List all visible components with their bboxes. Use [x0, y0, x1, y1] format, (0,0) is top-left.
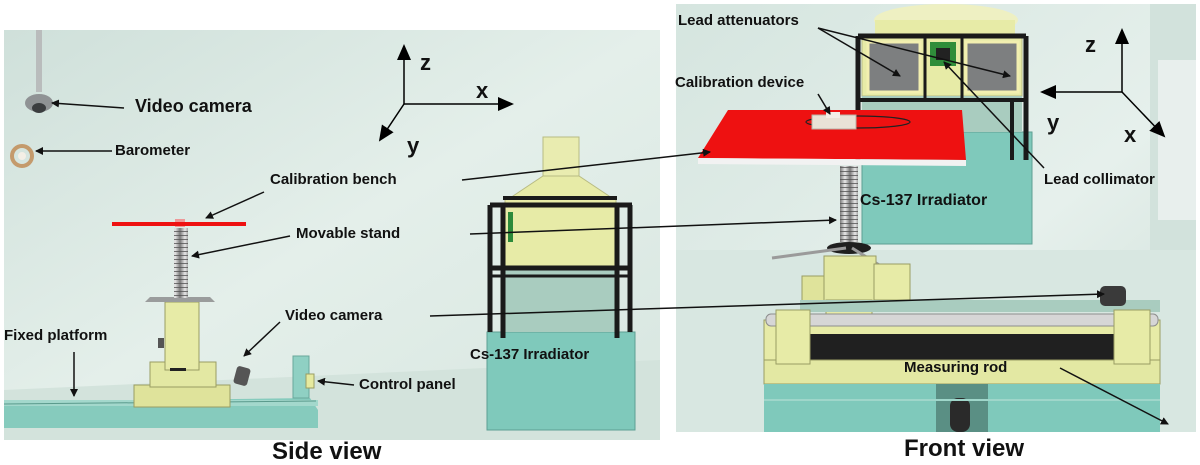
front-axis-y-label: y [1047, 110, 1060, 135]
label-lead-collimator: Lead collimator [1044, 171, 1155, 188]
label-side-irradiator: Cs-137 Irradiator [470, 346, 590, 363]
front-annotation-arrows [817, 27, 1169, 425]
small-video-camera-icon [233, 366, 251, 386]
label-lead-attenuators: Lead attenuators [678, 12, 799, 29]
side-axes [378, 44, 514, 142]
label-front-irradiator: Cs-137 Irradiator [860, 192, 988, 209]
front-axis-x-label: x [1124, 122, 1137, 147]
side-axis-y-label: y [407, 133, 420, 158]
side-axis-z-label: z [420, 50, 431, 75]
caption-front-view: Front view [904, 435, 1025, 462]
label-calibration-device: Calibration device [675, 74, 805, 91]
side-axis-x-label: x [476, 78, 489, 103]
control-panel [292, 355, 315, 399]
side-irradiator [486, 136, 636, 431]
front-view-panel [676, 4, 1196, 432]
caption-side-view: Side view [272, 438, 382, 465]
label-calibration-bench: Calibration bench [270, 171, 397, 188]
front-axes [1040, 28, 1166, 138]
barometer-icon [10, 144, 34, 168]
side-annotation-arrows [35, 99, 355, 397]
side-view-panel [3, 30, 660, 440]
movable-stand [112, 219, 246, 408]
front-base-carriage [763, 286, 1161, 432]
front-calibration-bench [698, 110, 966, 166]
label-control-panel: Control panel [359, 376, 456, 393]
ceiling-camera-icon [25, 30, 53, 113]
label-video-camera-bottom: Video camera [285, 307, 383, 324]
label-video-camera-top: Video camera [135, 96, 252, 116]
label-measuring-rod: Measuring rod [904, 359, 1008, 376]
label-fixed-platform: Fixed platform [4, 327, 108, 344]
front-axis-z-label: z [1085, 32, 1096, 57]
cross-panel-leader-lines [429, 148, 1105, 317]
label-movable-stand: Movable stand [296, 225, 401, 242]
label-barometer: Barometer [115, 142, 191, 159]
